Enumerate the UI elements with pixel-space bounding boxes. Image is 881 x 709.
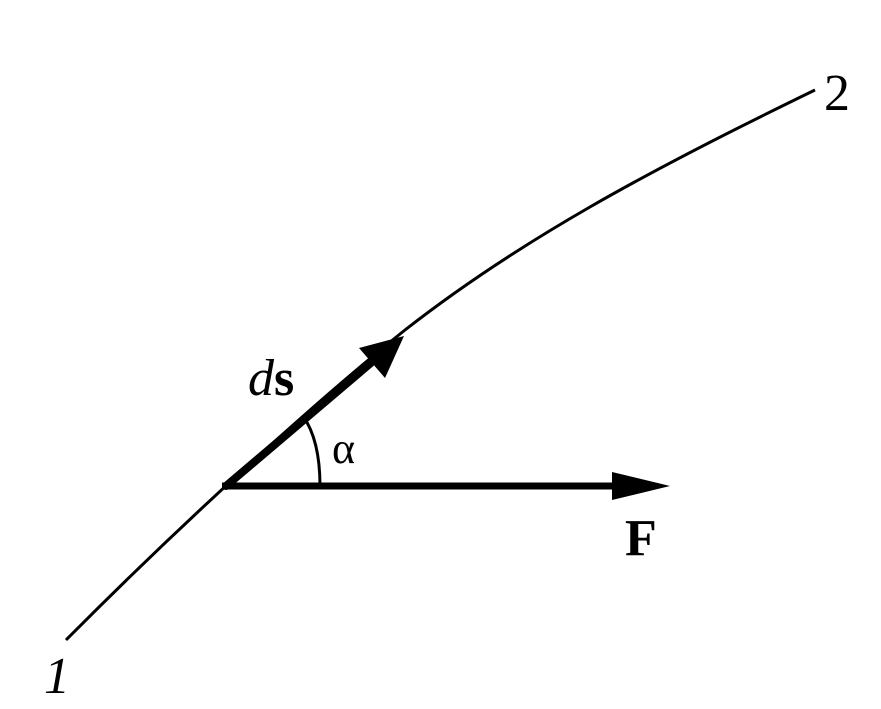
force-vector-arrowhead [612,472,670,500]
ds-vector-shaft [222,358,376,490]
label-ds-s: s [274,350,294,407]
trajectory-curve [64,88,816,642]
label-point-2: 2 [824,65,850,122]
ds-vector-arrowhead [359,336,404,378]
label-ds: ds [248,350,294,407]
angle-arc [301,415,322,487]
label-force-f: F [625,510,657,567]
label-ds-d: d [248,350,275,407]
label-angle-alpha: α [332,424,355,473]
label-point-1: 1 [44,648,70,705]
